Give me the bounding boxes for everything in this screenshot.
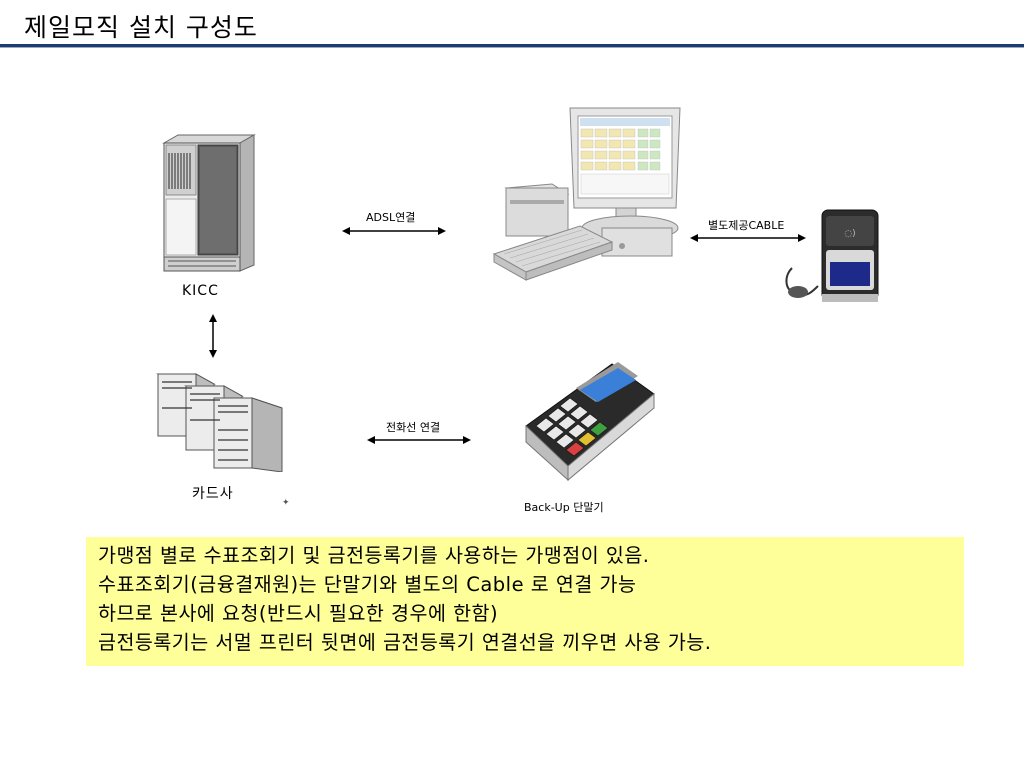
phone-line-arrow — [367, 434, 471, 446]
card-company-servers-image — [156, 368, 286, 472]
note-line: 수표조회기(금융결재원)는 단말기와 별도의 Cable 로 연결 가능 — [98, 573, 637, 596]
backup-terminal-label: Back-Up 단말기 — [524, 501, 604, 514]
backup-terminal-image — [520, 360, 660, 486]
kicc-server-image — [156, 133, 256, 273]
phone-line-label: 전화선 연결 — [386, 421, 441, 434]
adsl-connection-arrow — [342, 225, 446, 237]
svg-text:◌): ◌) — [844, 229, 855, 239]
kicc-label: KICC — [182, 283, 219, 299]
title-divider-shadow — [0, 47, 1024, 48]
note-line: 하므로 본사에 요청(반드시 필요한 경우에 한함) — [98, 602, 499, 625]
title-divider — [0, 44, 1024, 47]
page-title: 제일모직 설치 구성도 — [24, 13, 258, 42]
adsl-connection-label: ADSL연결 — [366, 211, 416, 224]
note-line: 가맹점 별로 수표조회기 및 금전등록기를 사용하는 가맹점이 있음. — [98, 544, 650, 567]
separate-cable-label: 별도제공CABLE — [708, 219, 785, 232]
card-reader-image: ◌) — [782, 206, 882, 306]
pos-terminal-image — [490, 104, 690, 284]
note-box: 가맹점 별로 수표조회기 및 금전등록기를 사용하는 가맹점이 있음. 수표조회… — [86, 537, 964, 666]
kicc-card-arrow — [206, 314, 220, 358]
card-company-label: 카드사 — [192, 486, 234, 502]
separate-cable-arrow — [690, 232, 806, 244]
note-line: 금전등록기는 서멀 프린터 뒷면에 금전등록기 연결선을 끼우면 사용 가능. — [98, 631, 712, 654]
stray-mark: ✦ — [282, 498, 290, 508]
